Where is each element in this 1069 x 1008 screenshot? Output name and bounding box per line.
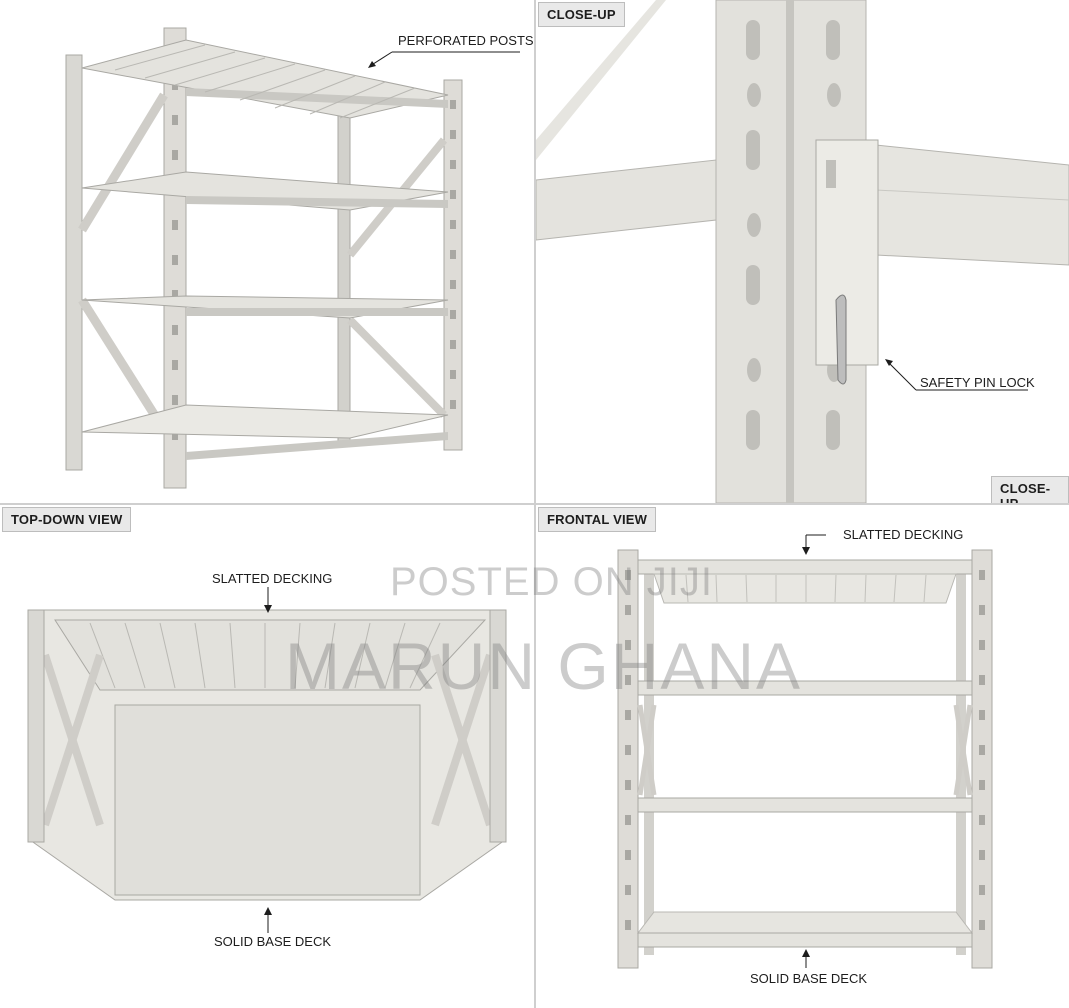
callout-safety-pin-lock: SAFETY PIN LOCK <box>920 375 1035 390</box>
callout-solid-base-deck-front: SOLID BASE DECK <box>750 971 868 986</box>
callout-perforated-posts: PERFORATED POSTS <box>398 33 534 48</box>
panel-frontal-view: FRONTAL VIEW SLATTED DECKING SOLID BASE … <box>536 505 1069 1008</box>
shelving-perspective-illustration <box>65 27 520 489</box>
panel-closeup: CLOSE-UP SAFETY PIN LOCK CLOSE-UP <box>536 0 1069 503</box>
frontal-illustration <box>617 534 993 969</box>
top-down-illustration <box>27 587 507 933</box>
tag-closeup-bottom: CLOSE-UP <box>991 476 1069 503</box>
divider-horizontal <box>0 503 1069 505</box>
callout-slatted-decking-top: SLATTED DECKING <box>212 571 333 586</box>
tag-closeup-top: CLOSE-UP <box>538 2 625 27</box>
closeup-illustration <box>536 0 1069 503</box>
panel-top-down-view: TOP-DOWN VIEW SLATTED DECKING SOLID BASE… <box>0 505 534 1008</box>
tag-frontal-view: FRONTAL VIEW <box>538 507 657 532</box>
tag-top-down-view: TOP-DOWN VIEW <box>2 507 132 532</box>
callout-slatted-decking-front: SLATTED DECKING <box>843 527 964 542</box>
panel-perspective-view: PERFORATED POSTS <box>0 0 534 503</box>
callout-solid-base-deck-top: SOLID BASE DECK <box>214 934 332 949</box>
